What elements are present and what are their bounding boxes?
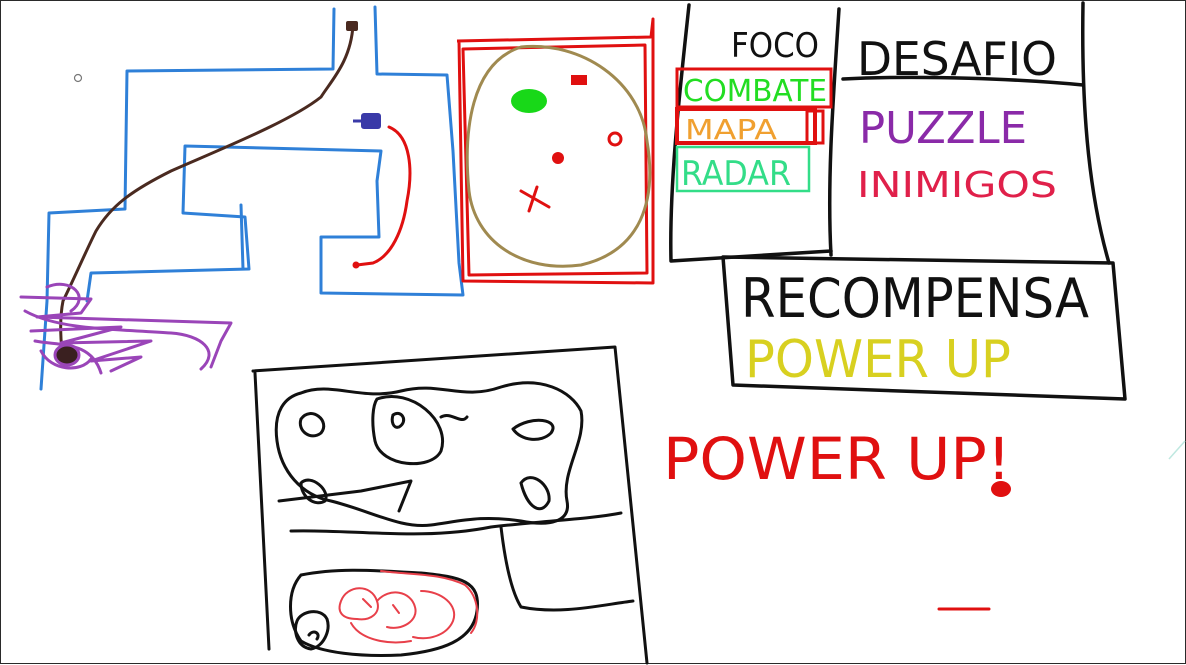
desafio-item-inimigos: INIMIGOS bbox=[857, 165, 1057, 206]
world-map bbox=[251, 345, 649, 665]
red-region bbox=[338, 570, 479, 644]
exclamation-dot bbox=[991, 481, 1011, 497]
red-route bbox=[355, 125, 412, 267]
end-marker bbox=[53, 343, 81, 367]
world-map-frame bbox=[251, 345, 649, 665]
island-outline bbox=[465, 44, 652, 268]
reward-header: RECOMPENSA bbox=[741, 267, 1089, 330]
island-map bbox=[456, 17, 655, 285]
maze-outer-wall bbox=[39, 7, 336, 391]
green-blob bbox=[511, 89, 547, 113]
purple-scribble bbox=[19, 282, 233, 375]
lake-circle bbox=[371, 395, 445, 466]
player-piece bbox=[361, 113, 381, 129]
desafio-item-puzzle: PUZZLE bbox=[859, 103, 1027, 154]
continent-top bbox=[274, 381, 584, 528]
foco-item-mapa: MAPA bbox=[685, 113, 777, 146]
x-mark bbox=[519, 185, 551, 213]
desafio-header: DESAFIO bbox=[857, 32, 1057, 86]
cursor-dot bbox=[73, 73, 83, 83]
island-frame bbox=[456, 17, 655, 285]
power-up-shout: POWER UP! bbox=[663, 425, 1011, 493]
maze-right-wall bbox=[85, 5, 465, 303]
route-line bbox=[59, 23, 355, 358]
radar-box bbox=[675, 145, 811, 193]
reward-value: POWER UP bbox=[745, 330, 1011, 390]
foco-header: FOCO bbox=[731, 26, 819, 66]
reward-box bbox=[721, 255, 1127, 401]
foco-item-combate: COMBATE bbox=[683, 74, 827, 109]
maze-sketch bbox=[39, 5, 465, 391]
mapa-highlight bbox=[675, 107, 817, 145]
maze-notch bbox=[239, 203, 245, 271]
start-marker bbox=[346, 21, 358, 31]
foco-item-radar: RADAR bbox=[681, 154, 791, 194]
